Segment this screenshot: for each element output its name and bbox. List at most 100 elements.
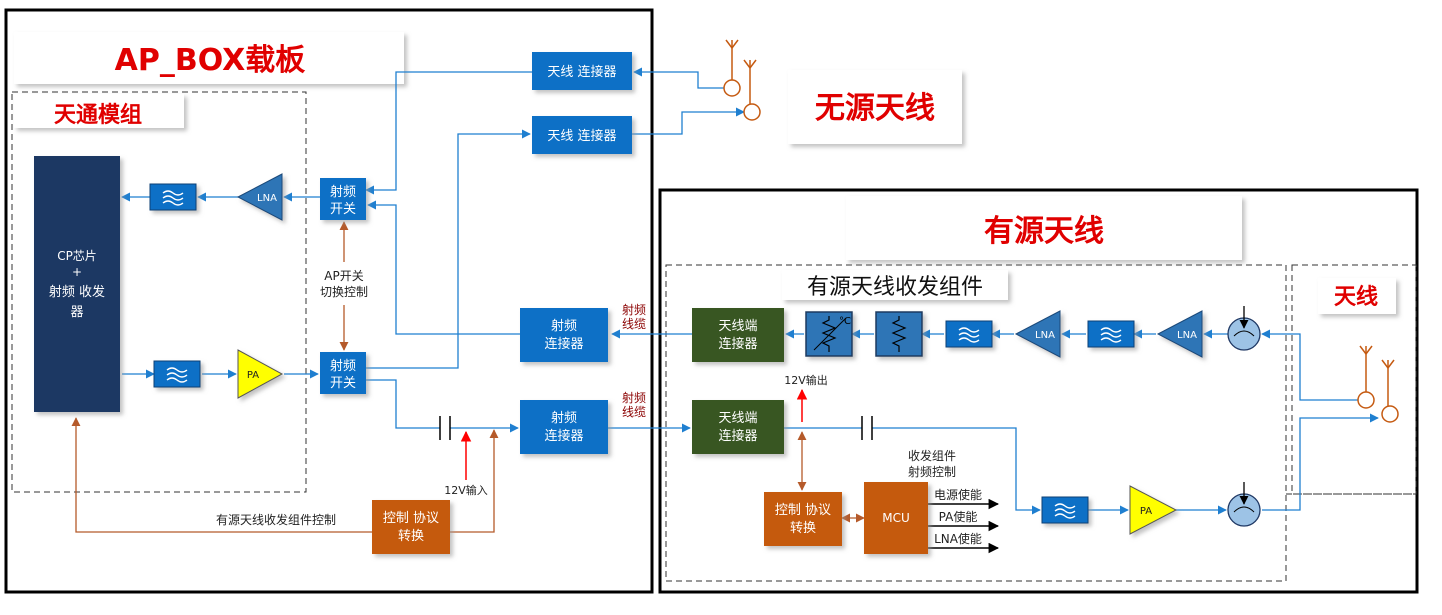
ap-box-frame (4, 8, 654, 594)
pa-enable-label: PA使能 (939, 509, 978, 524)
ap-box-title: AP_BOX载板 (14, 32, 404, 84)
svg-text:连接器: 连接器 (544, 336, 583, 352)
svg-text:MCU: MCU (882, 511, 910, 525)
rf-cable-label-rx-2: 线缆 (622, 317, 646, 331)
trx-assembly-region (665, 264, 1287, 582)
svg-text:射频 收发: 射频 收发 (49, 284, 105, 300)
tiantong-title: 天通模组 (14, 94, 184, 128)
active-antenna-title-text: 有源天线 (984, 214, 1104, 249)
antenna-connector-2: 天线 连接器 (532, 116, 632, 154)
passive-antenna-icon (723, 39, 761, 121)
rf-cable-label-tx-2: 线缆 (622, 405, 646, 419)
lna-active-1: LNA (1014, 310, 1061, 358)
antenna-end-connector-rx: 天线端 连接器 (692, 308, 784, 362)
pa-ap: PA (237, 349, 284, 399)
svg-text:LNA: LNA (1035, 330, 1055, 341)
svg-text:CP芯片: CP芯片 (57, 249, 97, 263)
svg-text:PA: PA (1140, 506, 1152, 517)
line-antconn1-switch1 (365, 71, 532, 195)
passive-antenna-title: 无源天线 (788, 70, 962, 144)
trx-rf-control-label-2: 射频控制 (908, 464, 956, 479)
svg-text:控制 协议: 控制 协议 (775, 503, 831, 518)
svg-text:开关: 开关 (330, 202, 356, 217)
active-antenna-title: 有源天线 (846, 196, 1242, 260)
input-12v-label: 12V输入 (444, 483, 488, 497)
svg-text:天线 连接器: 天线 连接器 (547, 128, 616, 144)
line-rfconn1-switch1 (367, 200, 520, 335)
svg-text:转换: 转换 (790, 521, 816, 536)
ap-switch-label-2: 切换控制 (320, 285, 368, 299)
rf-connector-rx: 射频 连接器 (520, 308, 608, 362)
cp-chip-block: CP芯片 + 射频 收发 器 (34, 156, 120, 412)
rx-filter-active-2 (1087, 320, 1135, 348)
tiantong-module-region (11, 91, 307, 493)
svg-text:转换: 转换 (398, 529, 424, 544)
lna-ap: LNA (236, 173, 283, 221)
power-enable-label: 电源使能 (934, 487, 982, 502)
trx-rf-control-label-1: 收发组件 (908, 448, 956, 463)
svg-text:连接器: 连接器 (718, 336, 757, 352)
antenna-connector-1: 天线 连接器 (532, 52, 632, 90)
pa-active: PA (1129, 485, 1178, 535)
antenna-title: 天线 (1318, 278, 1396, 314)
capacitor-active (861, 416, 873, 440)
line-switch2-antconn2 (366, 129, 531, 369)
rx-filter-ap (149, 183, 197, 211)
control-protocol-active: 控制 协议 转换 (764, 492, 842, 546)
circulator-rx (1227, 306, 1261, 351)
rx-filter-active-1 (945, 320, 993, 348)
line-switch2-cap (366, 379, 440, 429)
svg-text:天线端: 天线端 (718, 411, 757, 426)
svg-text:LNA: LNA (1177, 330, 1197, 341)
line-passive-ant1 (633, 67, 726, 89)
ap-switch-label-1: AP开关 (324, 269, 363, 283)
active-antenna-icon (1357, 345, 1399, 423)
antenna-title-text: 天线 (1334, 284, 1378, 310)
line-antenna-circ1 (1261, 329, 1360, 401)
line-antconn2-passive (632, 107, 745, 135)
circulator-tx (1227, 482, 1261, 527)
resistor-block (875, 311, 923, 357)
svg-text:射频: 射频 (330, 184, 356, 200)
rf-cable-label-rx-1: 射频 (622, 302, 646, 317)
line-ctrl-cp (71, 417, 372, 533)
capacitor-ap (439, 416, 451, 440)
passive-antenna-title-text: 无源天线 (815, 91, 935, 126)
tx-filter-ap (153, 360, 201, 388)
svg-text:射频: 射频 (330, 358, 356, 374)
svg-text:射频: 射频 (551, 318, 577, 334)
ap-box-title-text: AP_BOX载板 (115, 43, 306, 78)
rf-switch-tx: 射频 开关 (320, 352, 366, 394)
svg-text:LNA: LNA (257, 193, 277, 204)
rf-connector-tx: 射频 连接器 (520, 400, 608, 454)
svg-text:+: + (72, 265, 82, 279)
tiantong-title-text: 天通模组 (54, 102, 142, 128)
line-circ2-antenna (1262, 413, 1379, 511)
control-protocol-ap: 控制 协议 转换 (372, 500, 450, 554)
mcu-block: MCU (864, 482, 928, 554)
svg-text:连接器: 连接器 (718, 428, 757, 444)
output-12v-label: 12V输出 (784, 373, 828, 387)
tx-filter-active (1041, 496, 1089, 524)
svg-text:PA: PA (247, 370, 259, 381)
temperature-compensation-block: °C (805, 311, 853, 357)
svg-text:天线端: 天线端 (718, 319, 757, 334)
antenna-end-connector-tx: 天线端 连接器 (692, 400, 784, 454)
trx-assembly-title-text: 有源天线收发组件 (807, 275, 983, 300)
rf-cable-label-tx-1: 射频 (622, 390, 646, 405)
svg-text:控制 协议: 控制 协议 (383, 511, 439, 526)
active-antenna-frame (658, 188, 1419, 594)
svg-text:连接器: 连接器 (544, 428, 583, 444)
svg-text:°C: °C (839, 316, 851, 327)
svg-text:器: 器 (70, 305, 83, 320)
svg-text:天线 连接器: 天线 连接器 (547, 64, 616, 80)
line-ctrl-cable (450, 429, 499, 533)
active-trx-control-label: 有源天线收发组件控制 (216, 512, 336, 527)
svg-text:射频: 射频 (551, 410, 577, 426)
antenna-region (1291, 264, 1417, 495)
lna-enable-label: LNA使能 (934, 531, 982, 546)
rf-switch-rx: 射频 开关 (320, 178, 366, 220)
lna-active-2: LNA (1156, 310, 1203, 358)
trx-assembly-title: 有源天线收发组件 (782, 270, 1008, 300)
